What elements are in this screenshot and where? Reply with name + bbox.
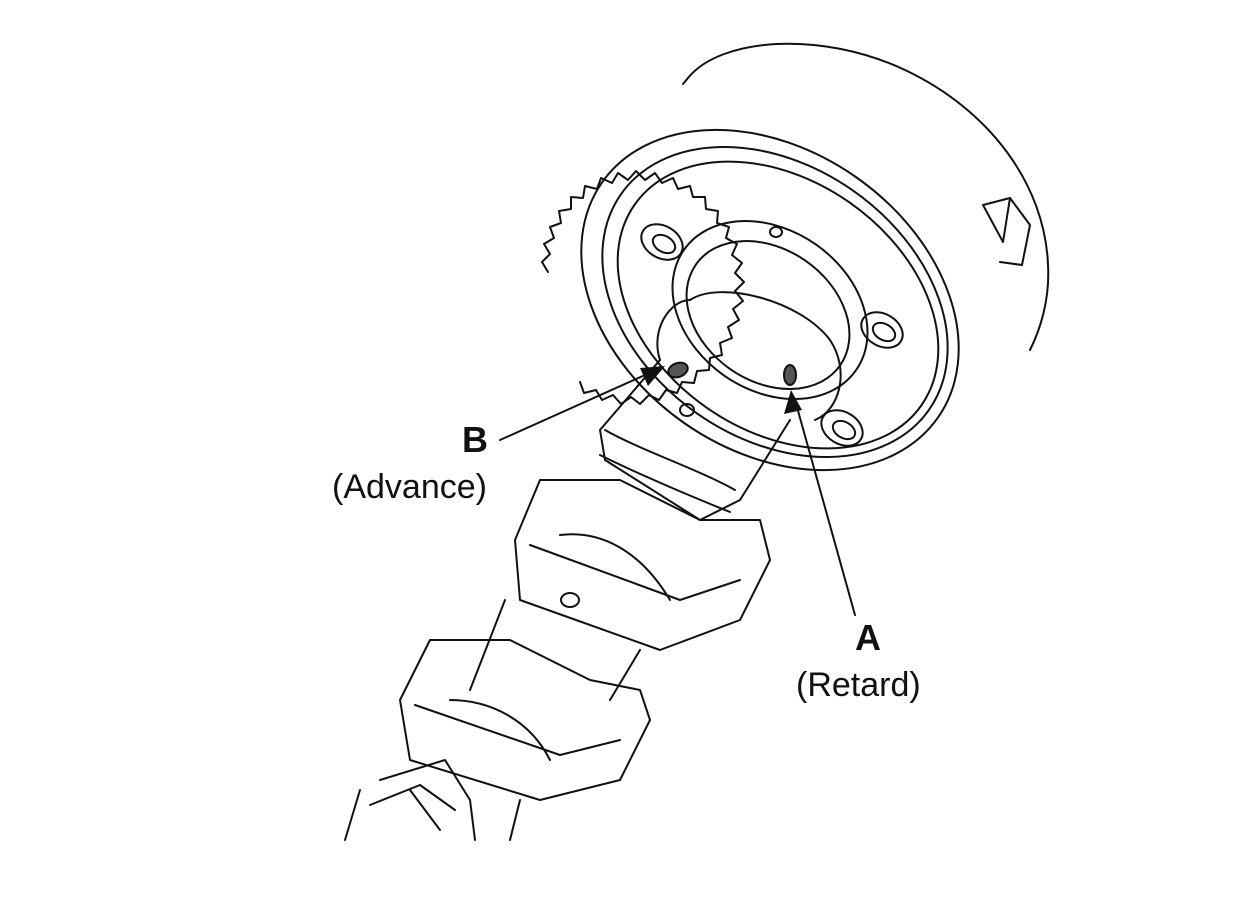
bolt-boss-1 [640, 223, 684, 261]
housing-arc [687, 42, 1050, 351]
sprocket-teeth [541, 170, 745, 405]
bolt-boss-3 [820, 409, 864, 447]
hub-ring [671, 219, 869, 401]
oil-hole-lobe [560, 592, 580, 608]
oil-hole-small [679, 403, 695, 417]
port-b [667, 361, 689, 379]
port-a [783, 364, 797, 386]
cam-lobe-2 [399, 639, 651, 801]
arrowhead-a [784, 390, 802, 414]
hex-end [344, 759, 521, 841]
callout-a-description: (Retard) [796, 666, 921, 704]
sprocket-inner-ring [601, 145, 949, 459]
sprocket-outer-ring [580, 128, 960, 472]
callout-b-description: (Advance) [332, 468, 487, 506]
housing-slot [982, 197, 1031, 266]
leader-b [499, 374, 646, 441]
cam-lobe-1 [514, 479, 771, 651]
bolt-boss-2 [860, 311, 904, 349]
locating-pin [769, 226, 783, 238]
housing-edge [682, 77, 689, 85]
arrowhead-b [640, 366, 665, 386]
leader-a [794, 399, 856, 616]
callout-a-letter: A [855, 617, 881, 658]
journal-outline [599, 359, 791, 521]
callout-b-letter: B [462, 419, 488, 460]
